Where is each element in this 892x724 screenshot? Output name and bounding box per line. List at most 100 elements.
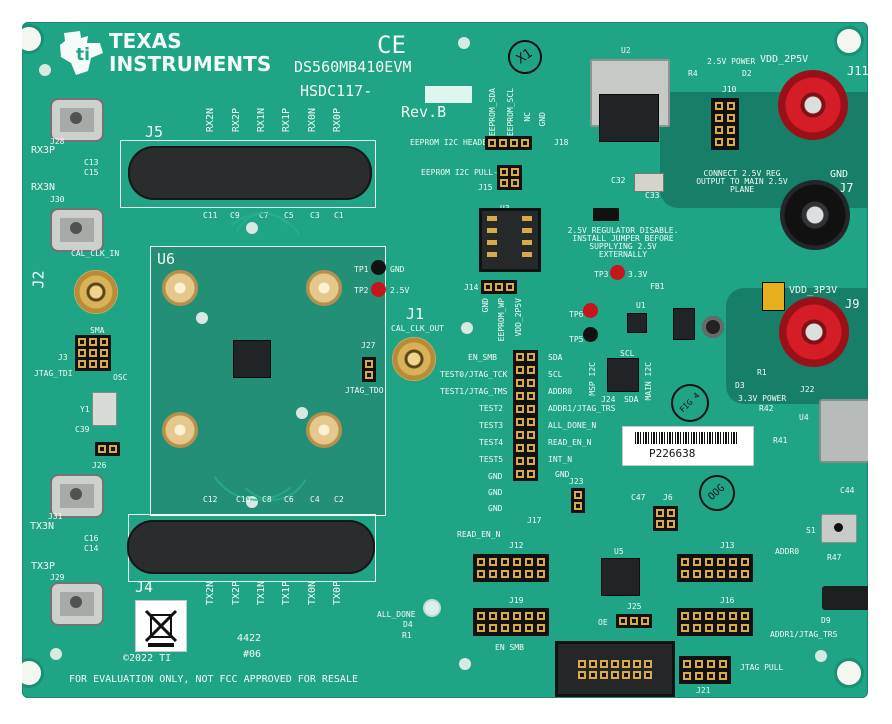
- j11-label: J11: [847, 64, 868, 78]
- rx3p-connector[interactable]: [50, 98, 104, 142]
- header-pin: [741, 624, 749, 632]
- reset-button[interactable]: [821, 514, 857, 543]
- header-pin: [727, 138, 735, 146]
- disclaimer: FOR EVALUATION ONLY, NOT FCC APPROVED FO…: [69, 674, 358, 685]
- en-smb-label: EN SMB: [495, 643, 524, 652]
- header-pin: [589, 660, 597, 668]
- header-pin: [619, 617, 627, 625]
- j18-header[interactable]: [485, 136, 532, 150]
- tx-label: TX1P: [281, 581, 292, 606]
- j13-label: J13: [720, 541, 735, 550]
- socket-pins: [487, 216, 497, 264]
- j27-header[interactable]: [362, 357, 376, 382]
- header-pin: [100, 360, 108, 368]
- reg-disable-jumper[interactable]: [593, 208, 619, 221]
- j25-header[interactable]: [616, 614, 652, 628]
- small-hole: [196, 312, 208, 324]
- tp2-test-point[interactable]: [371, 282, 386, 297]
- header-pin: [622, 671, 630, 679]
- u2-label: U2: [621, 46, 631, 55]
- j13-header[interactable]: [677, 554, 753, 582]
- header-pin: [506, 283, 514, 291]
- j14-signal-label: GND: [481, 298, 490, 313]
- texas-instruments-logo: ti TEXAS INSTRUMENTS: [53, 26, 298, 80]
- header-pin: [741, 570, 749, 578]
- j17-header[interactable]: [513, 350, 538, 481]
- model-label: DS560MB410EVM: [294, 58, 412, 76]
- header-pin: [510, 139, 518, 147]
- header-pin: [527, 457, 535, 465]
- gnd-post[interactable]: [780, 180, 850, 250]
- eeprom-socket[interactable]: [479, 208, 541, 272]
- svg-text:ti: ti: [76, 45, 90, 65]
- header-pin: [527, 431, 535, 439]
- header-pin: [516, 444, 524, 452]
- tx3n-connector[interactable]: [50, 474, 104, 518]
- header-pin: [78, 360, 86, 368]
- header-pin: [521, 139, 529, 147]
- corner-mount-hole: [834, 26, 864, 56]
- header-pin: [527, 470, 535, 478]
- u6-label: U6: [157, 250, 176, 268]
- header-pin: [525, 624, 533, 632]
- j12-header[interactable]: [473, 554, 549, 582]
- vdd25-label: VDD_2P5V: [760, 54, 809, 65]
- header-pin: [695, 660, 703, 668]
- j6-header[interactable]: [653, 506, 678, 531]
- j24-label: J24: [601, 395, 616, 404]
- small-hole: [296, 407, 308, 419]
- j17-signal-left: TEST0/JTAG_TCK: [440, 370, 508, 379]
- rx-label: RX1N: [256, 108, 267, 133]
- j21-header[interactable]: [679, 656, 731, 684]
- header-pin: [537, 624, 545, 632]
- j17-signal-left: GND: [488, 488, 503, 497]
- j26-header[interactable]: [95, 442, 120, 456]
- header-pin: [499, 139, 507, 147]
- serial-blank: [425, 86, 472, 103]
- tp3-test-point[interactable]: [610, 265, 625, 280]
- cal-clk-out-connector[interactable]: [392, 337, 436, 381]
- tx3p-connector[interactable]: [50, 582, 104, 626]
- j14-header[interactable]: [481, 280, 517, 294]
- header-pin: [719, 660, 727, 668]
- inductor: [673, 308, 695, 340]
- all-done-label: ALL_DONE: [377, 610, 416, 619]
- cap-label: C16: [84, 534, 99, 543]
- hsdc-label: HSDC117-: [300, 82, 373, 100]
- j17-signal-right: ADDR1/JTAG_TRS: [548, 404, 616, 413]
- tp6-test-point[interactable]: [583, 303, 598, 318]
- cal-clk-in-label: CAL_CLK_IN: [71, 249, 120, 258]
- j15-header[interactable]: [497, 165, 522, 190]
- tp1-test-point[interactable]: [371, 260, 386, 275]
- small-hole: [461, 322, 473, 334]
- header-pin: [516, 366, 524, 374]
- tp5-test-point[interactable]: [583, 327, 598, 342]
- j3-header[interactable]: [75, 335, 111, 371]
- header-pin: [717, 624, 725, 632]
- rx3n-connector[interactable]: [50, 208, 104, 252]
- header-pin: [527, 366, 535, 374]
- header-pin: [513, 612, 521, 620]
- jtag-box-header[interactable]: [555, 641, 675, 697]
- j10-header[interactable]: [711, 98, 739, 150]
- cap-label: C10: [236, 495, 251, 504]
- header-pin: [100, 338, 108, 346]
- electrolytic-cap: [702, 316, 724, 338]
- usb-connector[interactable]: [819, 399, 868, 463]
- vdd-33v-post[interactable]: [779, 297, 849, 367]
- header-pin: [644, 671, 652, 679]
- j19-header[interactable]: [473, 608, 549, 636]
- small-hole: [458, 37, 470, 49]
- header-pin: [578, 660, 586, 668]
- gnd-label: GND: [830, 169, 849, 180]
- cap-label: C12: [203, 495, 218, 504]
- header-pin: [511, 179, 519, 187]
- j16-header[interactable]: [677, 608, 753, 636]
- cap-label: C8: [262, 495, 272, 504]
- header-pin: [715, 126, 723, 134]
- vdd-25v-post[interactable]: [778, 70, 848, 140]
- j21-label: J21: [696, 686, 711, 695]
- header-pin: [89, 349, 97, 357]
- j23-header[interactable]: [571, 488, 585, 513]
- cal-clk-in-connector[interactable]: [74, 270, 118, 314]
